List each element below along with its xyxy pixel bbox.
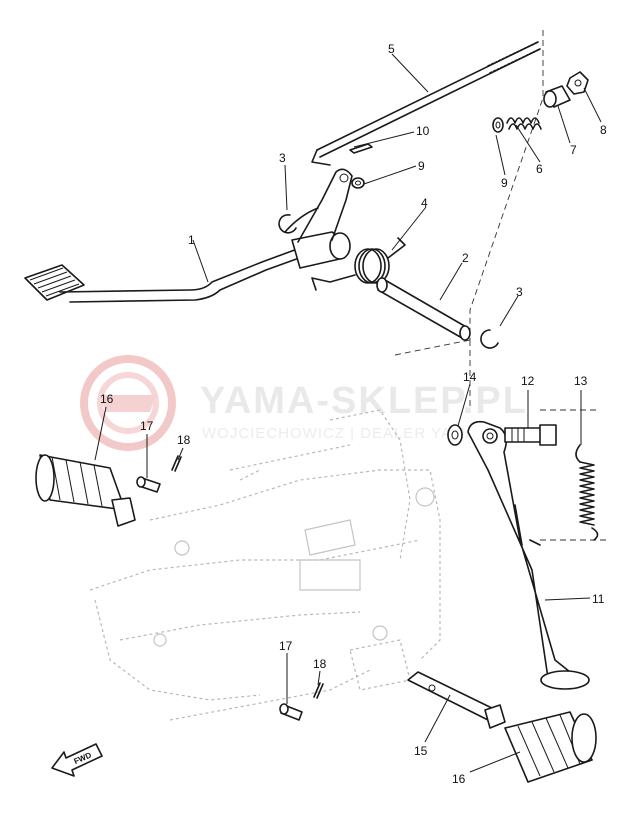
callout-4: 4 bbox=[421, 196, 428, 210]
callout-2: 2 bbox=[462, 251, 469, 265]
part-cotter-pin-upper bbox=[349, 143, 373, 154]
part-footrest-rubber-left bbox=[35, 454, 136, 527]
part-clevis-pin-lower bbox=[279, 703, 303, 721]
part-bolt bbox=[504, 424, 557, 446]
fwd-arrow: FWD bbox=[51, 743, 103, 777]
part-footrest-bar bbox=[407, 671, 506, 729]
part-stand-collar bbox=[447, 424, 463, 446]
assembly-lines bbox=[394, 30, 610, 541]
frame-outline bbox=[89, 409, 441, 721]
part-cotter-pin-lower bbox=[313, 682, 324, 699]
callout-10: 10 bbox=[416, 124, 430, 138]
part-washer-upper bbox=[492, 117, 504, 133]
callout-1: 1 bbox=[188, 233, 195, 247]
callout-17-lower: 17 bbox=[279, 639, 293, 653]
callout-3-lower: 3 bbox=[516, 285, 523, 299]
watermark-brand: YAMA-SKLEP.PL bbox=[200, 380, 528, 422]
callout-labels: 1 2 3 3 4 5 6 7 8 9 9 10 11 12 13 14 15 … bbox=[100, 42, 607, 786]
callout-6: 6 bbox=[536, 162, 543, 176]
part-brake-pedal bbox=[24, 168, 353, 303]
part-clevis-pin-upper bbox=[136, 476, 161, 493]
watermark-logo bbox=[80, 355, 176, 451]
callout-14: 14 bbox=[463, 370, 477, 384]
part-rod bbox=[311, 41, 541, 166]
watermark-subtitle: WOJCIECHOWICZ | DEALER YAMAHA bbox=[202, 425, 499, 442]
callout-8: 8 bbox=[600, 123, 607, 137]
part-cotter-pin-left bbox=[171, 455, 182, 472]
callout-18-lower: 18 bbox=[313, 657, 327, 671]
callout-11: 11 bbox=[592, 592, 605, 606]
callout-5: 5 bbox=[388, 42, 395, 56]
callout-12: 12 bbox=[521, 374, 535, 388]
part-washer-lower bbox=[351, 177, 365, 189]
part-sidestand bbox=[467, 420, 590, 690]
callout-18-upper: 18 bbox=[177, 433, 191, 447]
callout-9-right: 9 bbox=[501, 176, 508, 190]
part-circlip-upper bbox=[278, 214, 297, 234]
part-adjust-nut bbox=[566, 71, 589, 95]
callout-17-upper: 17 bbox=[140, 419, 154, 433]
callout-7: 7 bbox=[570, 143, 577, 157]
callout-16-right: 16 bbox=[452, 772, 466, 786]
part-collar bbox=[543, 85, 571, 108]
callout-13: 13 bbox=[574, 374, 588, 388]
part-pivot-shaft bbox=[376, 277, 471, 341]
part-return-spring bbox=[311, 237, 406, 291]
callout-9-left: 9 bbox=[418, 159, 425, 173]
watermark: YAMA-SKLEP.PL WOJCIECHOWICZ | DEALER YAM… bbox=[80, 355, 528, 451]
leader-lines bbox=[94, 53, 602, 773]
part-footrest-rubber-right bbox=[504, 711, 597, 783]
callout-15: 15 bbox=[414, 744, 428, 758]
part-spring-small bbox=[506, 117, 542, 130]
callout-16-left: 16 bbox=[100, 392, 114, 406]
part-circlip-lower bbox=[480, 329, 499, 349]
callout-3-upper: 3 bbox=[279, 151, 286, 165]
part-stand-spring bbox=[575, 444, 599, 541]
